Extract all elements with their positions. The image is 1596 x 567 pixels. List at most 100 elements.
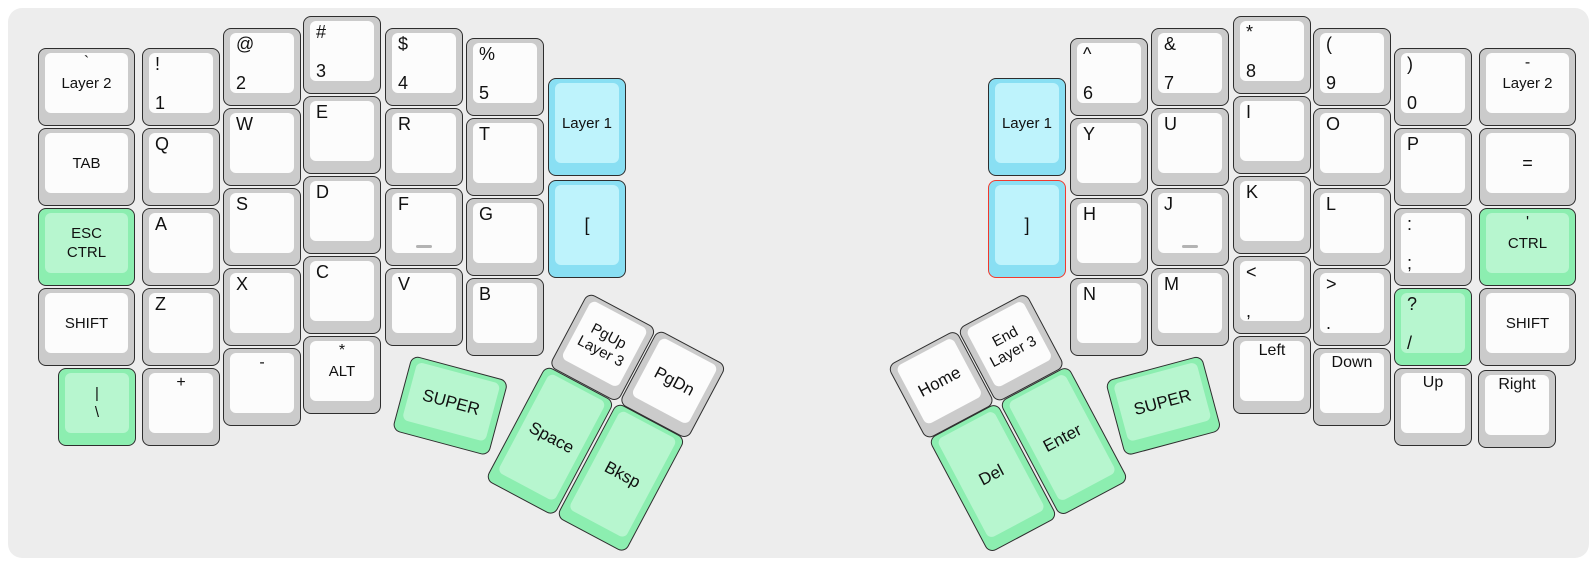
key-s[interactable]: S — [223, 188, 301, 266]
key-legend: | — [95, 385, 99, 402]
key-minus-layer2[interactable]: -Layer 2 — [1479, 48, 1576, 126]
key-x[interactable]: X — [223, 268, 301, 346]
key-legend: < — [1246, 262, 1257, 282]
key-legend: @ — [236, 34, 255, 54]
keycap-surface: Layer 1 — [995, 83, 1059, 163]
key-5[interactable]: %5 — [466, 38, 544, 116]
key-label: Layer 2 — [45, 53, 128, 113]
key-c[interactable]: C — [303, 256, 381, 334]
key-g[interactable]: G — [466, 198, 544, 276]
keycap-surface: !1 — [149, 53, 213, 113]
homing-bar-icon — [416, 245, 432, 248]
keycap-surface: SHIFT — [1486, 293, 1569, 353]
key-super-left[interactable]: SUPER — [391, 355, 509, 457]
key-legend: 6 — [1083, 83, 1094, 103]
key-legend: ^ — [1083, 44, 1092, 64]
key-legend: ] — [1024, 214, 1030, 235]
key-legend: Enter — [1039, 419, 1085, 456]
key-9[interactable]: (9 — [1313, 28, 1391, 106]
key-d[interactable]: D — [303, 176, 381, 254]
keycap-surface: Left — [1240, 341, 1304, 401]
key-period[interactable]: >. — [1313, 268, 1391, 346]
key-down-arrow[interactable]: Down — [1313, 348, 1391, 426]
key-legend: ; — [1407, 253, 1413, 273]
keycap-surface: SHIFT — [45, 293, 128, 353]
key-o[interactable]: O — [1313, 108, 1391, 186]
key-label: Layer 2 — [1486, 53, 1569, 113]
key-j[interactable]: J — [1151, 188, 1229, 266]
key-left-arrow[interactable]: Left — [1233, 336, 1311, 414]
key-legend: A — [155, 214, 168, 234]
key-i[interactable]: I — [1233, 96, 1311, 174]
key-quote-ctrl[interactable]: 'CTRL — [1479, 208, 1576, 286]
keycap-surface: >. — [1320, 273, 1384, 333]
key-equals[interactable]: = — [1479, 128, 1576, 206]
key-layer1-right[interactable]: Layer 1 — [988, 78, 1066, 176]
key-p[interactable]: P — [1394, 128, 1472, 206]
key-plus[interactable]: + — [142, 368, 220, 446]
key-label: Layer 1 — [555, 83, 619, 163]
keycap-surface: D — [310, 181, 374, 241]
key-m[interactable]: M — [1151, 268, 1229, 346]
key-a[interactable]: A — [142, 208, 220, 286]
key-3[interactable]: #3 — [303, 16, 381, 94]
key-layer1-left[interactable]: Layer 1 — [548, 78, 626, 176]
key-k[interactable]: K — [1233, 176, 1311, 254]
key-right-arrow[interactable]: Right — [1478, 370, 1556, 448]
key-legend: 7 — [1164, 73, 1175, 93]
key-7[interactable]: &7 — [1151, 28, 1229, 106]
key-0[interactable]: )0 — [1394, 48, 1472, 126]
key-legend: 9 — [1326, 73, 1337, 93]
keycap-surface: <, — [1240, 261, 1304, 321]
key-legend: = — [1522, 152, 1533, 173]
key-comma[interactable]: <, — [1233, 256, 1311, 334]
key-label: ] — [995, 185, 1059, 265]
keycap-surface: W — [230, 113, 294, 173]
key-shift-left[interactable]: SHIFT — [38, 288, 135, 366]
key-q[interactable]: Q — [142, 128, 220, 206]
key-n[interactable]: N — [1070, 278, 1148, 356]
key-super-right[interactable]: SUPER — [1105, 355, 1222, 457]
key-tab[interactable]: TAB — [38, 128, 135, 206]
key-4[interactable]: $4 — [385, 28, 463, 106]
key-l[interactable]: L — [1313, 188, 1391, 266]
key-left-bracket[interactable]: [ — [548, 180, 626, 278]
key-semicolon[interactable]: :; — [1394, 208, 1472, 286]
key-2[interactable]: @2 — [223, 28, 301, 106]
key-grave-layer2[interactable]: `Layer 2 — [38, 48, 135, 126]
key-f[interactable]: F — [385, 188, 463, 266]
key-z[interactable]: Z — [142, 288, 220, 366]
key-6[interactable]: ^6 — [1070, 38, 1148, 116]
key-8[interactable]: *8 — [1233, 16, 1311, 94]
key-legend: U — [1164, 114, 1177, 134]
key-1[interactable]: !1 — [142, 48, 220, 126]
key-minus-left[interactable]: - — [223, 348, 301, 426]
key-b[interactable]: B — [466, 278, 544, 356]
keycap-surface: R — [392, 113, 456, 173]
key-u[interactable]: U — [1151, 108, 1229, 186]
key-legend: , — [1246, 301, 1252, 321]
key-w[interactable]: W — [223, 108, 301, 186]
key-e[interactable]: E — [303, 96, 381, 174]
key-legend: S — [236, 194, 249, 214]
key-shift-right[interactable]: SHIFT — [1479, 288, 1576, 366]
key-h[interactable]: H — [1070, 198, 1148, 276]
key-legend: - — [1524, 54, 1531, 71]
key-legend: : — [1407, 214, 1413, 234]
key-r[interactable]: R — [385, 108, 463, 186]
key-legend: ' — [1525, 214, 1530, 231]
key-question-slash[interactable]: ?/ — [1394, 288, 1472, 366]
key-v[interactable]: V — [385, 268, 463, 346]
key-y[interactable]: Y — [1070, 118, 1148, 196]
key-right-bracket[interactable]: ] — [988, 180, 1066, 278]
key-legend: \ — [94, 404, 100, 421]
key-pipe-backslash[interactable]: |\ — [58, 368, 136, 446]
key-legend: Space — [526, 417, 578, 457]
keycap-surface: Right — [1485, 375, 1549, 435]
keycap-surface: S — [230, 193, 294, 253]
key-asterisk-alt[interactable]: *ALT — [303, 336, 381, 414]
key-up-arrow[interactable]: Up — [1394, 368, 1472, 446]
key-t[interactable]: T — [466, 118, 544, 196]
